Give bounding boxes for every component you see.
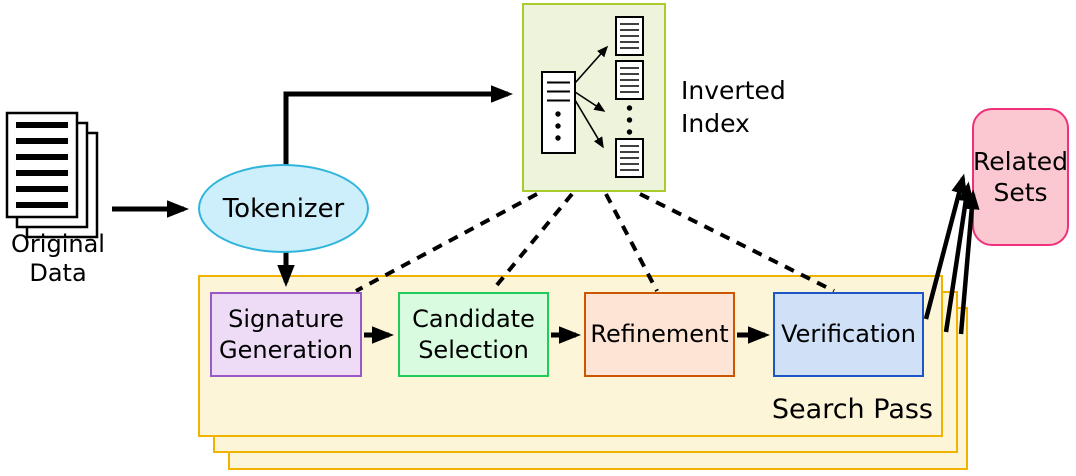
related-sets-label: Related Sets [973, 147, 1068, 207]
refinement-label: Refinement [590, 320, 729, 348]
original-data-label: Original Data [11, 230, 105, 287]
candidate-selection-label: Candidate Selection [412, 304, 535, 364]
step-refinement: Refinement [584, 292, 735, 377]
step-verification: Verification [773, 292, 924, 377]
verification-label: Verification [781, 320, 916, 348]
inverted-index-panel [522, 3, 666, 192]
tokenizer-node: Tokenizer [198, 164, 369, 253]
stacked-documents-icon [5, 111, 99, 239]
step-signature-generation: Signature Generation [210, 292, 362, 377]
step-candidate-selection: Candidate Selection [398, 292, 549, 377]
search-pass-label: Search Pass [771, 394, 933, 425]
inverted-index-label: Inverted Index [681, 76, 786, 138]
arrow-tokenizer-to-inverted-index [283, 85, 513, 167]
tokenizer-label: Tokenizer [222, 193, 345, 224]
related-sets-node: Related Sets [972, 108, 1069, 246]
signature-generation-label: Signature Generation [219, 304, 353, 364]
